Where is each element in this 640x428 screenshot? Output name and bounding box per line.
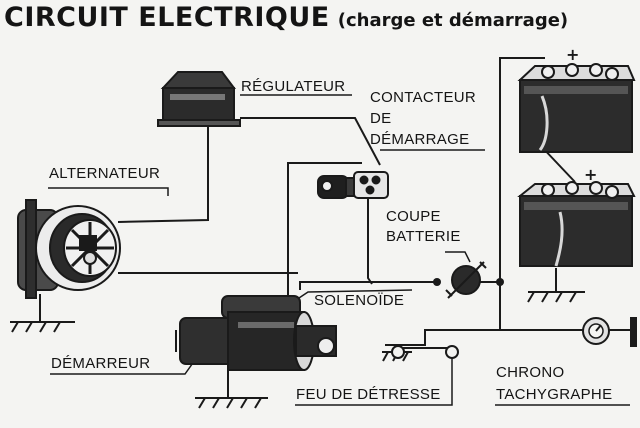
ground-symbol (527, 268, 585, 303)
label-chrono: CHRONO TACHYGRAPHE (496, 362, 612, 406)
wire-regulator-contacteur (240, 117, 381, 166)
label-feu-de-detresse: FEU DE DÉTRESSE (296, 386, 441, 403)
label-solenoide: SOLENOÏDE (314, 292, 405, 309)
wire-distribution (385, 329, 500, 346)
hazard-lamps (391, 345, 459, 359)
battery-bottom (517, 181, 636, 267)
label-chrono-line1: CHRONO (496, 364, 565, 381)
alternator (17, 199, 121, 299)
ground-symbol (10, 294, 75, 333)
battery-top (517, 63, 636, 153)
wire-battery-bus (499, 57, 545, 330)
title-subtitle: (charge et démarrage) (337, 10, 569, 31)
ground-symbol (195, 370, 268, 409)
wire-solenoid-coupe (299, 281, 438, 290)
wire-contacteur-down (367, 190, 373, 285)
leader-alternateur (48, 187, 169, 196)
title-main: CIRCUIT ELECTRIQUE (4, 2, 330, 33)
label-contacteur-line2: DE (370, 110, 392, 127)
wires (48, 57, 630, 406)
label-regulateur: RÉGULATEUR (241, 78, 346, 95)
plus-sign: + (584, 165, 597, 184)
tachograph (582, 317, 637, 347)
battery-cutoff-switch (445, 261, 487, 299)
leader-coupe (445, 251, 471, 263)
junction-dot (433, 278, 441, 286)
label-contacteur: CONTACTEUR DE DÉMARRAGE (370, 87, 476, 150)
label-demarreur: DÉMARREUR (51, 355, 151, 372)
label-contacteur-line1: CONTACTEUR (370, 89, 477, 106)
label-chrono-line2: TACHYGRAPHE (496, 386, 613, 403)
label-coupe-line1: COUPE (386, 208, 441, 225)
label-contacteur-line3: DÉMARRAGE (370, 131, 470, 148)
starter-motor (175, 295, 337, 371)
regulator (157, 71, 241, 127)
wire-contacteur-solenoid (287, 162, 362, 300)
label-alternateur: ALTERNATEUR (49, 165, 161, 182)
plus-sign: + (566, 45, 579, 64)
label-coupe-line2: BATTERIE (386, 228, 461, 245)
junction-dot (496, 278, 504, 286)
label-coupe-batterie: COUPE BATTERIE (386, 207, 461, 247)
leader-solenoide (295, 289, 413, 301)
diagram-title: CIRCUIT ELECTRIQUE (charge et démarrage) (4, 2, 568, 33)
leader-feu (295, 358, 453, 406)
ignition-switch (317, 171, 389, 199)
